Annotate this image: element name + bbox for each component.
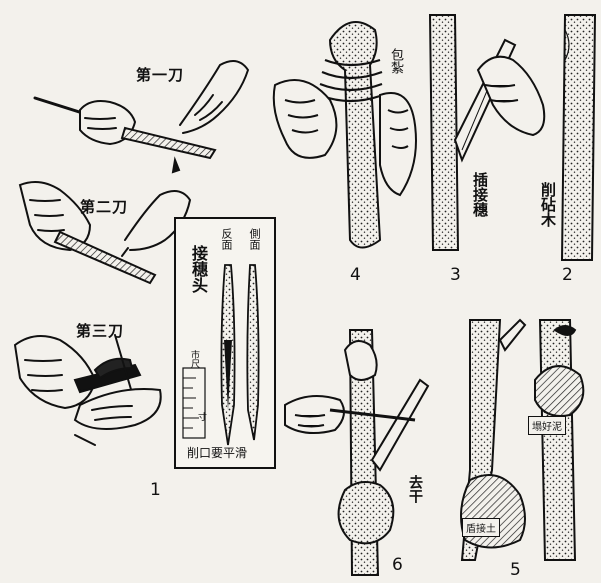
panel-2-number: 2	[562, 265, 573, 285]
ruler-mark: 寸	[198, 410, 207, 423]
panel-5-tag-bottom: 盾接土	[462, 518, 500, 537]
panel-2-rootstock	[562, 15, 595, 260]
card-caption: 削口要平滑	[187, 444, 247, 461]
panel-1-number: 1	[150, 480, 161, 500]
card-back-face: 反面	[218, 228, 234, 250]
panel-3-label: 插接穗	[470, 172, 491, 217]
panel-6-label: 去干	[405, 475, 425, 503]
cut-2-label: 第二刀	[80, 196, 128, 217]
card-title: 接穗头	[186, 245, 210, 293]
card-side-face: 側面	[246, 228, 262, 250]
ruler-unit: 市尺	[188, 350, 201, 368]
panel-5-number: 5	[510, 560, 521, 580]
panel-3-number: 3	[450, 265, 461, 285]
cut-3-label: 第三刀	[76, 320, 124, 341]
panel-5-tag-top: 塌好泥	[528, 416, 566, 435]
panel-4-label: 包紮	[386, 48, 405, 74]
cut-1-label: 第一刀	[136, 64, 184, 85]
panel-6-number: 6	[392, 555, 403, 575]
panel-4-number: 4	[350, 265, 361, 285]
panel-2-label: 削砧木	[538, 182, 559, 227]
panel-6-remove-trunk	[285, 330, 428, 575]
